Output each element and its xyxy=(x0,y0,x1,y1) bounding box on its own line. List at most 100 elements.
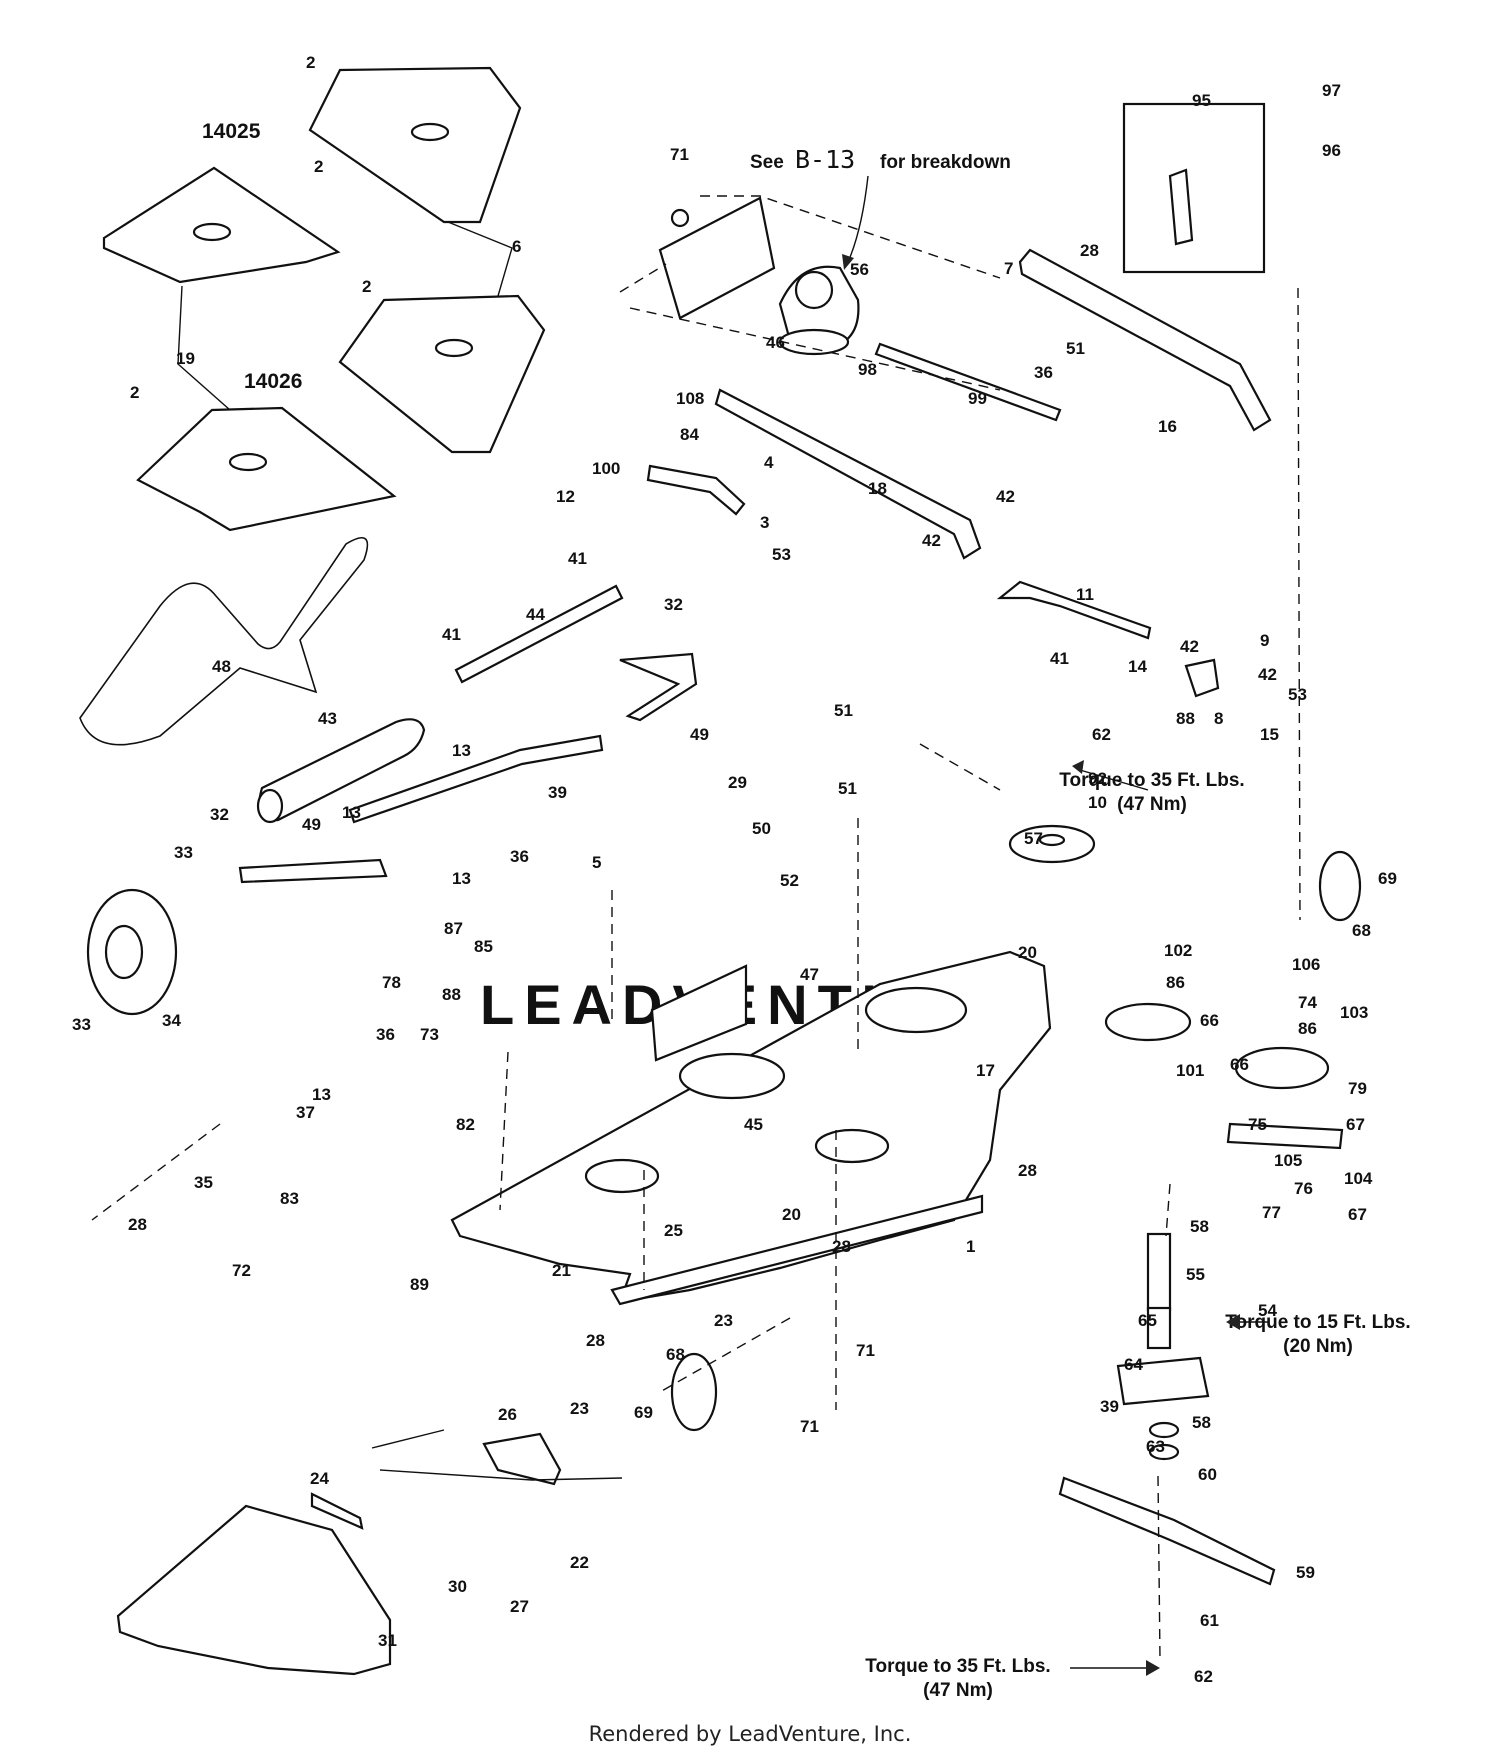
idler-pulleys xyxy=(1008,824,1344,1150)
callout-c28e: 28 xyxy=(586,1331,605,1350)
callout-c96: 96 xyxy=(1322,141,1341,160)
torque-note-t2-line1: Torque to 15 Ft. Lbs. xyxy=(1225,1312,1410,1333)
callout-c79: 79 xyxy=(1348,1079,1367,1098)
callout-c5: 5 xyxy=(592,853,601,872)
callout-c22: 22 xyxy=(570,1553,589,1572)
callout-c18: 18 xyxy=(868,479,887,498)
callout-c42b: 42 xyxy=(922,531,941,550)
callout-c98a: 98 xyxy=(858,360,877,379)
ref-suffix: for breakdown xyxy=(880,152,1011,173)
callout-c46: 46 xyxy=(766,333,785,352)
callout-c83: 83 xyxy=(280,1189,299,1208)
callout-c33a: 33 xyxy=(174,843,193,862)
callout-c17: 17 xyxy=(976,1061,995,1080)
callout-c88b: 88 xyxy=(442,985,461,1004)
callout-c52: 52 xyxy=(780,871,799,890)
callout-c85: 85 xyxy=(474,937,493,956)
blade-spindle-assembly xyxy=(1058,1232,1276,1586)
callout-c33b: 33 xyxy=(72,1015,91,1034)
part-callouts: 2222619487146569899365172895979616108841… xyxy=(72,53,1397,1686)
callout-c49b: 49 xyxy=(302,815,321,834)
callout-c13b: 13 xyxy=(342,803,361,822)
breakdown-reference: See B-13 for breakdown xyxy=(750,145,1011,270)
drive-belt xyxy=(79,537,369,746)
mower-deck-housing xyxy=(450,950,1052,1306)
callout-c26: 26 xyxy=(498,1405,517,1424)
callout-c62b: 62 xyxy=(1194,1667,1213,1686)
callout-c108a: 108 xyxy=(676,389,704,408)
callout-c67a: 67 xyxy=(1346,1115,1365,1134)
torque-note-t3-line1: Torque to 35 Ft. Lbs. xyxy=(865,1656,1050,1677)
callout-c60: 60 xyxy=(1198,1465,1217,1484)
lift-linkage xyxy=(646,102,1272,698)
callout-c74: 74 xyxy=(1298,993,1317,1012)
callout-c62: 62 xyxy=(1092,725,1111,744)
callout-c13d: 13 xyxy=(312,1085,331,1104)
callout-c53b: 53 xyxy=(1288,685,1307,704)
callout-c56: 56 xyxy=(850,260,869,279)
callout-c50: 50 xyxy=(752,819,771,838)
callout-c19: 19 xyxy=(176,349,195,368)
callout-c71c: 71 xyxy=(800,1417,819,1436)
callout-c99: 99 xyxy=(968,389,987,408)
callout-c59: 59 xyxy=(1296,1563,1315,1582)
front-roller-assembly xyxy=(238,584,698,884)
callout-c42a: 42 xyxy=(996,487,1015,506)
callout-c37: 37 xyxy=(296,1103,315,1122)
callout-c41b: 41 xyxy=(442,625,461,644)
callout-c29: 29 xyxy=(728,773,747,792)
callout-c21: 21 xyxy=(552,1261,571,1280)
callout-c20b: 20 xyxy=(782,1205,801,1224)
callout-c89: 89 xyxy=(410,1275,429,1294)
callout-c3: 3 xyxy=(760,513,769,532)
callout-c42d: 42 xyxy=(1258,665,1277,684)
callout-c84: 84 xyxy=(680,425,699,444)
callout-c55: 55 xyxy=(1186,1265,1205,1284)
callout-c105: 105 xyxy=(1274,1151,1302,1170)
torque-note-t2-line2: (20 Nm) xyxy=(1283,1336,1353,1357)
callout-c13a: 13 xyxy=(452,741,471,760)
callout-c61: 61 xyxy=(1200,1611,1219,1630)
callout-c20a: 20 xyxy=(1018,943,1037,962)
callout-c69a: 69 xyxy=(1378,869,1397,888)
callout-c2b: 2 xyxy=(314,157,323,176)
callout-c23a: 23 xyxy=(714,1311,733,1330)
callout-c72: 72 xyxy=(232,1261,251,1280)
callout-c2d: 2 xyxy=(130,383,139,402)
footer-credit: Rendered by LeadVenture, Inc. xyxy=(588,1722,912,1746)
callout-c64: 64 xyxy=(1124,1355,1143,1374)
callout-c54: 54 xyxy=(1258,1301,1277,1320)
callout-c86b: 86 xyxy=(1298,1019,1317,1038)
model-number-14026: 14026 xyxy=(244,370,302,393)
callout-c28b: 28 xyxy=(1018,1161,1037,1180)
callout-c10: 10 xyxy=(1088,793,1107,812)
callout-c41a: 41 xyxy=(568,549,587,568)
callout-c9: 9 xyxy=(1260,631,1269,650)
callout-c8: 8 xyxy=(1214,709,1223,728)
torque-notes: Torque to 35 Ft. Lbs. (47 Nm) Torque to 15… xyxy=(865,770,1410,1701)
callout-c28a: 28 xyxy=(1080,241,1099,260)
callout-c58a: 58 xyxy=(1190,1217,1209,1236)
callout-c31: 31 xyxy=(378,1631,397,1650)
callout-c68b: 68 xyxy=(666,1345,685,1364)
callout-c68a: 68 xyxy=(1352,921,1371,940)
callout-c11: 11 xyxy=(1076,585,1094,604)
callout-c97: 97 xyxy=(1322,81,1341,100)
torque-note-t3-line2: (47 Nm) xyxy=(923,1680,993,1701)
callout-c106: 106 xyxy=(1292,955,1320,974)
callout-c2a: 2 xyxy=(306,53,315,72)
callout-c36a: 36 xyxy=(1034,363,1053,382)
callout-c87: 87 xyxy=(444,919,463,938)
callout-c104: 104 xyxy=(1344,1169,1373,1188)
callout-c75: 75 xyxy=(1248,1115,1267,1134)
callout-c47: 47 xyxy=(800,965,819,984)
callout-c73: 73 xyxy=(420,1025,439,1044)
torque-note-t1-line2: (47 Nm) xyxy=(1117,794,1187,815)
callout-c7: 7 xyxy=(1004,259,1013,278)
gearbox-assembly xyxy=(619,195,1062,422)
callout-c103: 103 xyxy=(1340,1003,1368,1022)
callout-c66a: 66 xyxy=(1200,1011,1219,1030)
callout-c4: 4 xyxy=(764,453,774,472)
callout-c63: 63 xyxy=(1146,1437,1165,1456)
